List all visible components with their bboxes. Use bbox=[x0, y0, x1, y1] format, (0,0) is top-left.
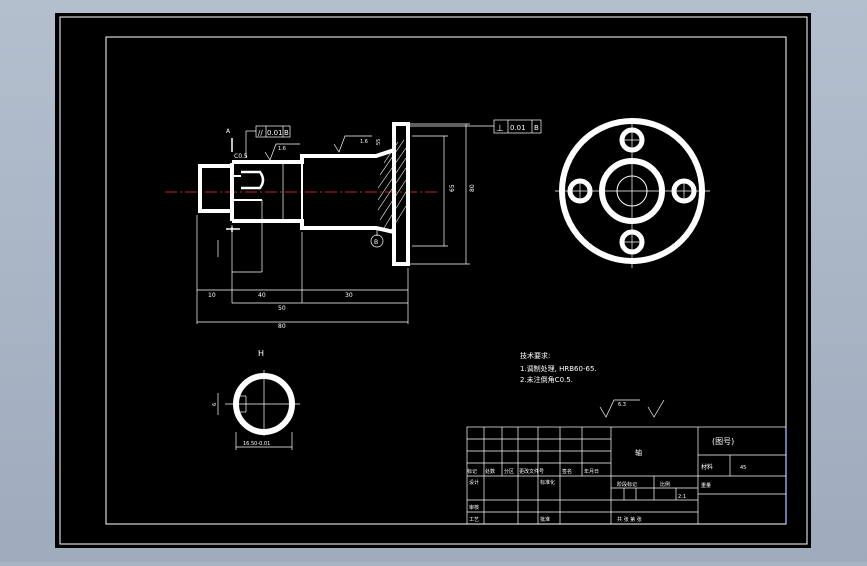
section-hatching bbox=[377, 139, 407, 233]
datum-b: B bbox=[370, 228, 384, 248]
tol-right-datum: B bbox=[534, 124, 539, 132]
dim-50: 50 bbox=[278, 305, 286, 312]
drawing-no: (图号) bbox=[712, 437, 734, 446]
shaft-outline bbox=[198, 122, 410, 266]
dimension-lines bbox=[196, 123, 470, 324]
tb-scale: 比例 bbox=[660, 481, 670, 488]
roughness-mid: 1.6 bbox=[333, 135, 372, 153]
tol-left-datum: B bbox=[284, 129, 289, 137]
sheet-outer-border bbox=[59, 16, 808, 545]
dim-30: 30 bbox=[345, 292, 353, 299]
roughness-mid-value: 1.6 bbox=[360, 139, 368, 145]
material-value: 45 bbox=[740, 465, 746, 471]
tb-craft: 工艺 bbox=[469, 517, 479, 523]
dim-40: 40 bbox=[258, 292, 266, 299]
tb-stage-mark: 阶段标记 bbox=[617, 481, 637, 488]
dim-dia-1: 65 bbox=[449, 184, 456, 192]
tol-right-symbol: ⊥ bbox=[496, 124, 504, 134]
end-view bbox=[555, 118, 710, 268]
dim-flange-h: 55 bbox=[376, 139, 382, 145]
tb-row-mark: 标记 bbox=[467, 468, 477, 475]
dim-total: 80 bbox=[278, 323, 286, 330]
tb-standardized: 标准化 bbox=[540, 479, 555, 486]
tb-row-sign: 签名 bbox=[562, 468, 572, 475]
roughness-left: 1.6 bbox=[264, 143, 300, 161]
section-dim-diameter: 16.50-0.01 bbox=[243, 441, 270, 447]
section-view: H 6 16.50-0.01 bbox=[212, 349, 300, 450]
tb-row-zone: 分区 bbox=[504, 468, 514, 475]
sheet-inner-border bbox=[105, 36, 787, 525]
tb-scale-value: 2:1 bbox=[678, 494, 686, 500]
tolerance-frame-left: // 0.01 B bbox=[245, 125, 291, 158]
tech-item-1: 1.调制处理, HRB60-65. bbox=[520, 364, 597, 373]
tb-row-changedoc: 更改文件号 bbox=[519, 468, 544, 475]
roughness-general-value: 6.3 bbox=[618, 402, 626, 408]
tb-row-count: 处数 bbox=[485, 468, 495, 475]
datum-b-label: B bbox=[374, 239, 378, 246]
tol-left-value: 0.01 bbox=[267, 129, 283, 137]
tb-sheet: 共 张 第 张 bbox=[617, 516, 642, 523]
tol-right-value: 0.01 bbox=[510, 124, 526, 132]
section-label: H bbox=[258, 349, 264, 358]
tolerance-frame-right: ⊥ 0.01 B bbox=[410, 119, 542, 134]
section-arrows: A bbox=[226, 128, 240, 232]
material-label: 材料 bbox=[701, 463, 713, 471]
tb-row-date: 年月日 bbox=[584, 468, 599, 475]
tech-requirements: 技术要求: 1.调制处理, HRB60-65. 2.未注倒角C0.5. bbox=[520, 351, 597, 384]
tb-review: 审核 bbox=[469, 504, 479, 511]
tb-approve: 批准 bbox=[540, 516, 550, 523]
chamfer-note: C0.5 bbox=[234, 153, 248, 160]
title-block: 轴 (图号) 材料 45 标记 处数 分区 更改文件号 签名 年月日 设计 标准… bbox=[466, 426, 787, 525]
dim-10: 10 bbox=[208, 292, 216, 299]
tol-left-symbol: // bbox=[258, 129, 263, 137]
roughness-left-value: 1.6 bbox=[278, 146, 286, 152]
dim-dia-2: 80 bbox=[469, 184, 476, 192]
section-dim-width: 6 bbox=[212, 403, 218, 406]
tech-title: 技术要求: bbox=[520, 351, 550, 360]
part-name: 轴 bbox=[635, 448, 642, 457]
tech-item-2: 2.未注倒角C0.5. bbox=[520, 375, 573, 384]
roughness-general: 6.3 bbox=[599, 399, 665, 418]
drawing-sheet bbox=[55, 13, 811, 548]
main-view: 10 40 50 30 80 55 65 80 // 0.01 B ⊥ 0.01… bbox=[165, 119, 542, 330]
section-mark-a: A bbox=[226, 128, 231, 135]
tb-designer: 设计 bbox=[469, 479, 479, 486]
tb-weight: 重量 bbox=[701, 482, 711, 489]
